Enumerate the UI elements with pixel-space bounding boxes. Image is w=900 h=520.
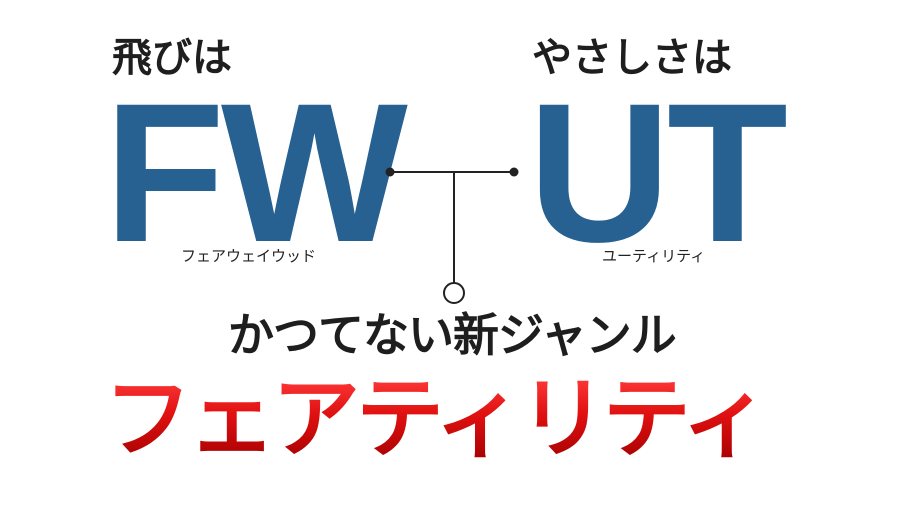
connector-right-dot: [509, 167, 519, 177]
connector-end-circle: [443, 282, 465, 304]
fw-reading: フェアウェイウッド: [181, 247, 317, 265]
right-lead-text: やさしさは: [532, 35, 732, 81]
headline: フェアティリティ: [104, 367, 769, 470]
ut-label: UT: [528, 62, 788, 283]
left-lead-text: 飛びは: [112, 35, 232, 81]
tagline: かつてない新ジャンル: [228, 308, 677, 362]
connector-left-dot: [385, 167, 395, 177]
ut-reading: ユーティリティ: [602, 247, 706, 265]
fw-label: FW: [104, 62, 408, 283]
